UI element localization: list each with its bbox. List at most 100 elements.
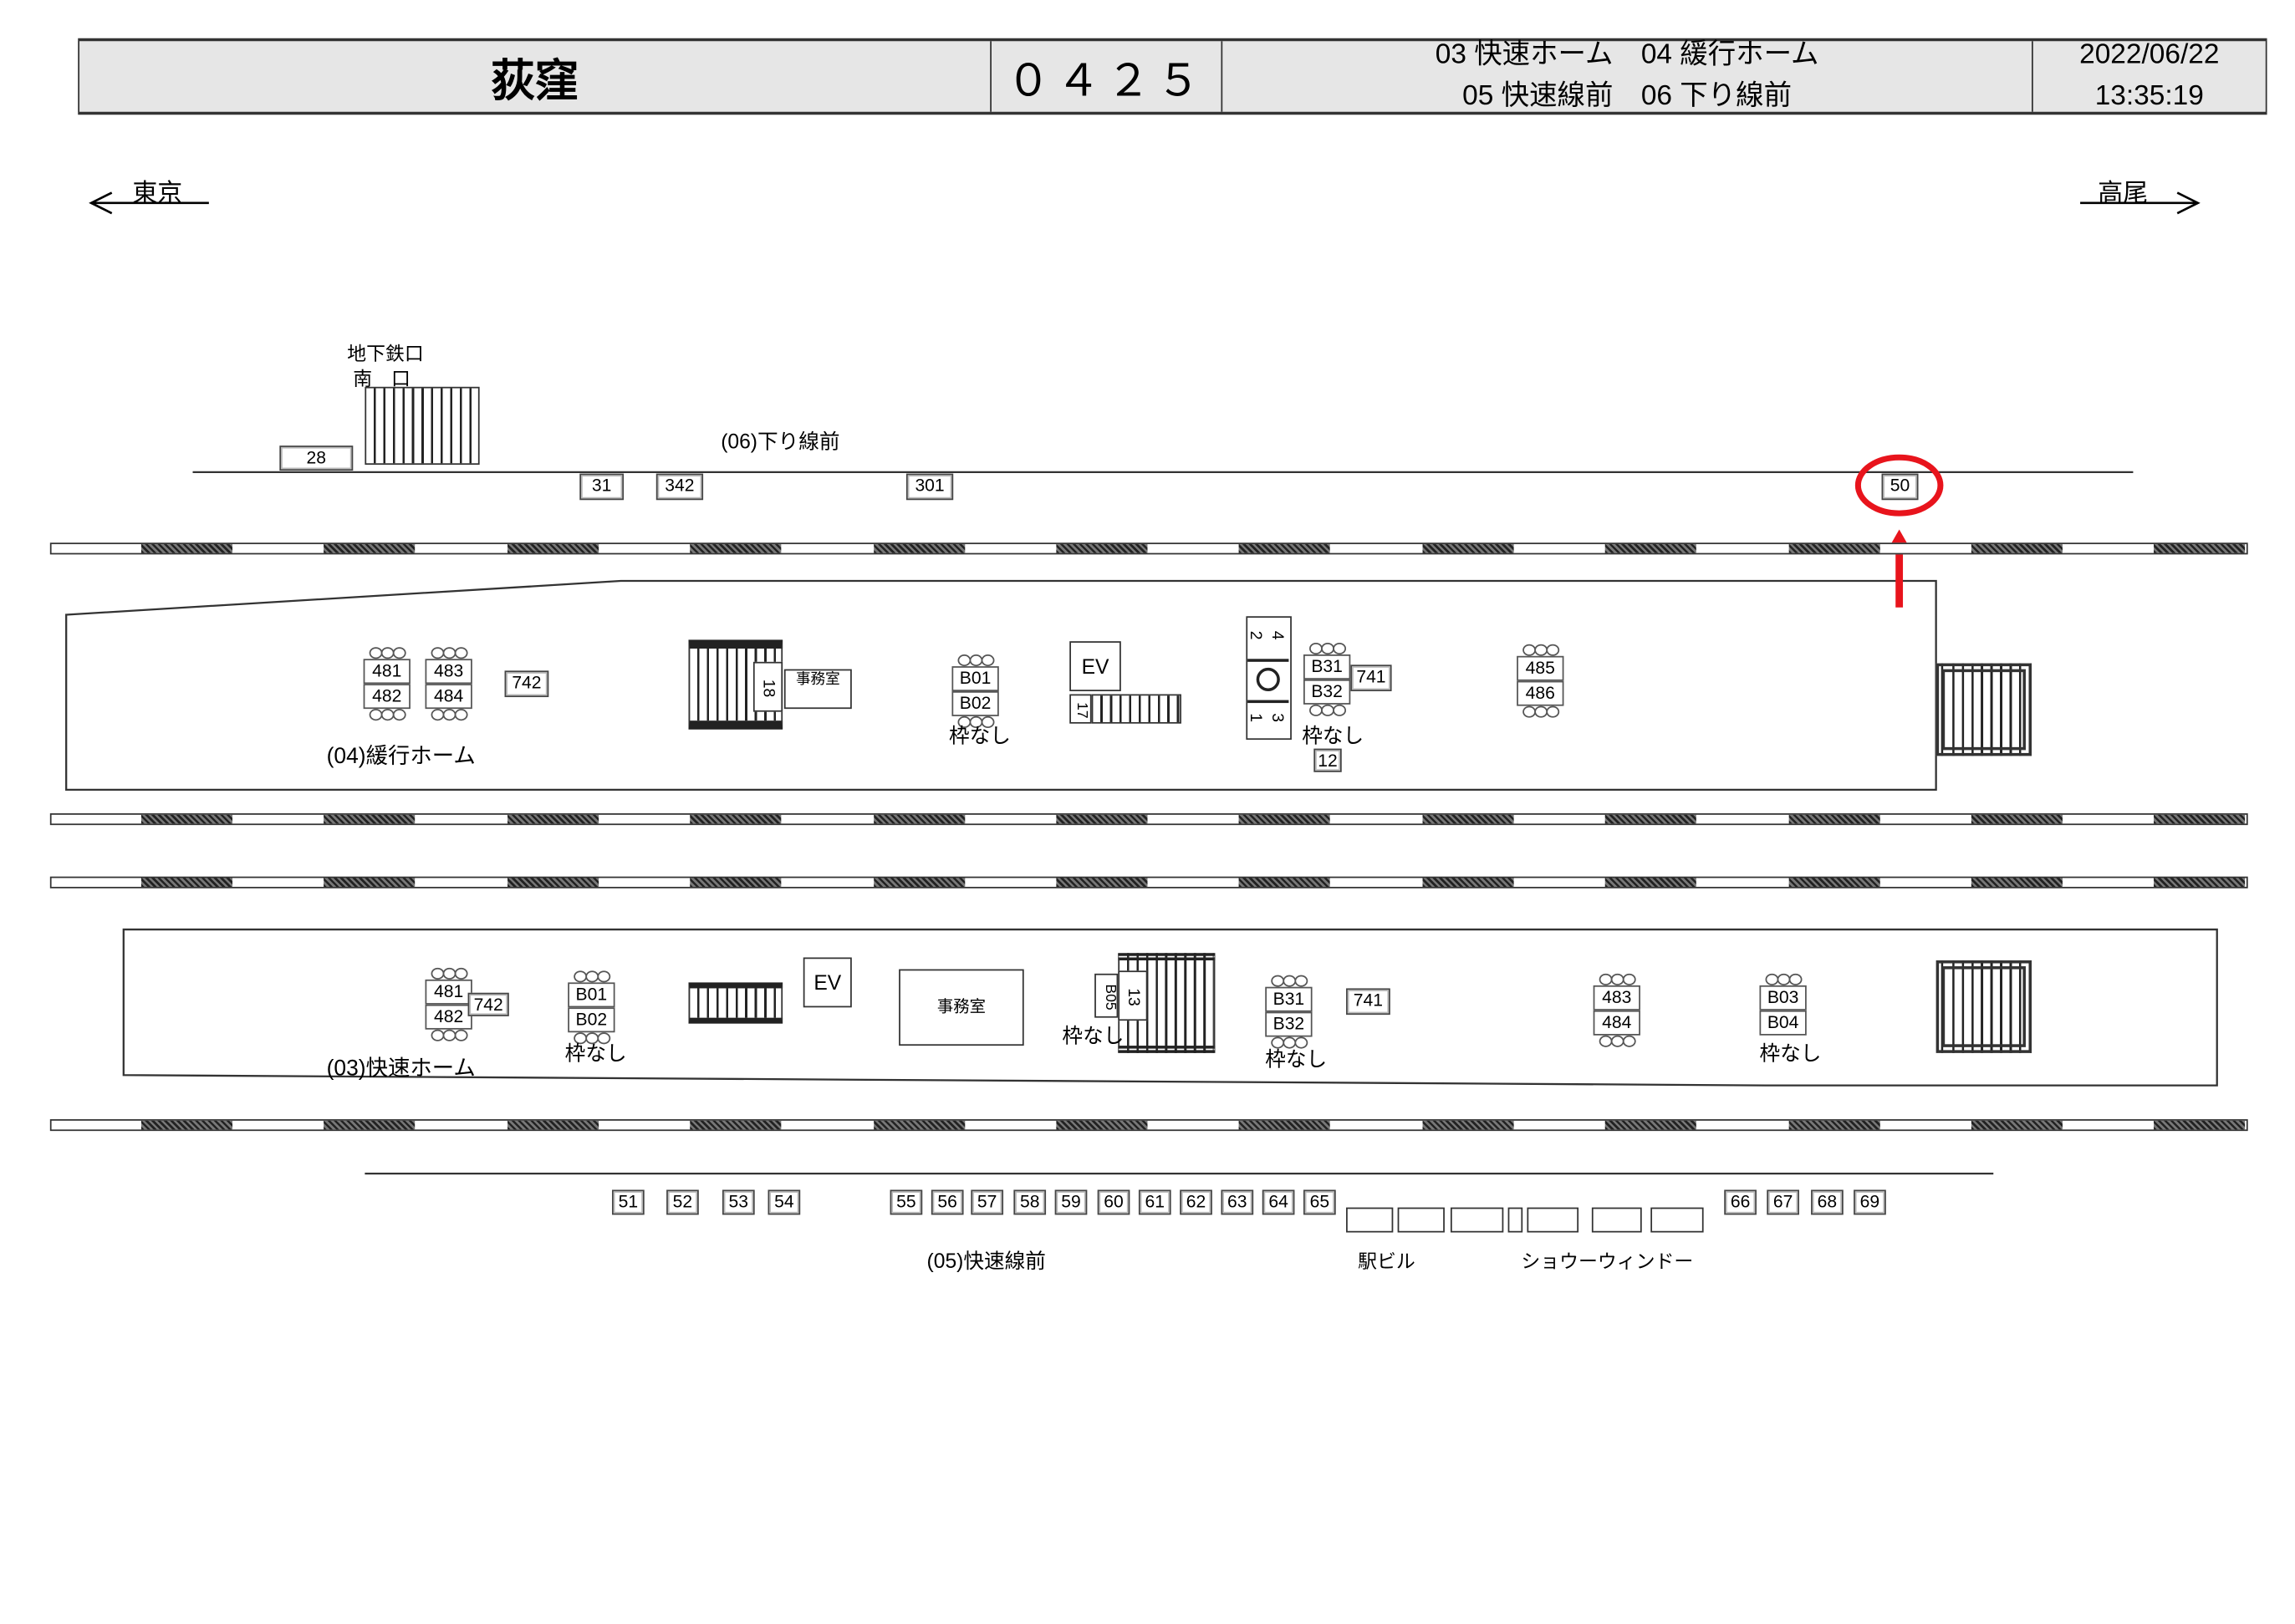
- rail-tie-segment: [1422, 814, 1514, 824]
- stairs-03-east: [1935, 960, 2032, 1053]
- clock-icon: [1247, 659, 1289, 704]
- sign-482[interactable]: 482: [425, 1004, 472, 1030]
- rail-tie-segment: [1788, 1120, 1880, 1130]
- sign-12[interactable]: 12: [1313, 748, 1342, 772]
- sign-60[interactable]: 60: [1097, 1189, 1130, 1215]
- sign-61[interactable]: 61: [1138, 1189, 1171, 1215]
- sign-50-highlighted[interactable]: 50: [1881, 473, 1919, 501]
- sign-485[interactable]: 485: [1517, 655, 1564, 681]
- sign-b05[interactable]: B05: [1094, 973, 1119, 1018]
- sign-group-481-482[interactable]: 481 482: [363, 647, 411, 721]
- sign-54[interactable]: 54: [768, 1189, 801, 1215]
- sign-481[interactable]: 481: [425, 979, 472, 1005]
- sign-56[interactable]: 56: [931, 1189, 964, 1215]
- sign-63[interactable]: 63: [1221, 1189, 1254, 1215]
- platform-04-label: (04)緩行ホーム: [326, 744, 476, 770]
- sign-group-b31-b32[interactable]: B31 B32: [1265, 975, 1313, 1049]
- track-rail-04: [49, 813, 2248, 826]
- rail-tie-segment: [507, 878, 599, 888]
- sign-b31[interactable]: B31: [1303, 654, 1351, 680]
- sign-484[interactable]: 484: [425, 684, 472, 710]
- office-03: 事務室: [899, 969, 1024, 1046]
- left-arrow-icon: [89, 191, 209, 215]
- sign-57[interactable]: 57: [971, 1189, 1004, 1215]
- sign-31[interactable]: 31: [579, 473, 625, 501]
- rail-tie-segment: [1056, 814, 1148, 824]
- sign-64[interactable]: 64: [1262, 1189, 1295, 1215]
- rail-tie-segment: [140, 878, 233, 888]
- sign-b04[interactable]: B04: [1759, 1010, 1807, 1036]
- sign-b01[interactable]: B01: [568, 982, 615, 1008]
- sign-group-483-484[interactable]: 483 484: [1593, 973, 1640, 1047]
- station-name: 荻窪: [490, 57, 579, 106]
- stair-number-18: 18: [752, 661, 783, 712]
- sign-52[interactable]: 52: [666, 1189, 699, 1215]
- sign-59[interactable]: 59: [1054, 1189, 1088, 1215]
- rail-tie-segment: [1422, 544, 1514, 553]
- stairs-03: [688, 982, 783, 1024]
- stairs-04: [688, 639, 783, 730]
- sign-b31[interactable]: B31: [1265, 986, 1313, 1012]
- lines-row-2: 05 快速線前 06 下り線前: [1462, 80, 1793, 112]
- sign-55[interactable]: 55: [890, 1189, 923, 1215]
- sign-484[interactable]: 484: [1593, 1010, 1640, 1036]
- sign-69[interactable]: 69: [1854, 1189, 1886, 1215]
- no-frame-label: 枠なし: [1759, 1041, 1822, 1065]
- station-building-label: 駅ビル: [1358, 1250, 1415, 1273]
- sign-b01[interactable]: B01: [951, 666, 999, 692]
- sign-51[interactable]: 51: [611, 1189, 645, 1215]
- escalator-04: [1091, 694, 1181, 724]
- rail-tie-segment: [873, 814, 965, 824]
- stair-number-17: 17: [1069, 694, 1092, 724]
- sign-483[interactable]: 483: [425, 659, 472, 685]
- sign-483[interactable]: 483: [1593, 985, 1640, 1011]
- sign-741[interactable]: 741: [1346, 988, 1390, 1016]
- window-frame: [1650, 1207, 1704, 1233]
- track-rail-05: [49, 1119, 2248, 1132]
- sign-301[interactable]: 301: [905, 473, 954, 501]
- sign-group-b31-b32[interactable]: B31 B32: [1303, 642, 1351, 716]
- platform-03-label: (03)快速ホーム: [326, 1056, 476, 1082]
- sign-742[interactable]: 742: [504, 670, 549, 698]
- sign-67[interactable]: 67: [1767, 1189, 1799, 1215]
- sign-58[interactable]: 58: [1013, 1189, 1047, 1215]
- rail-tie-segment: [690, 814, 782, 824]
- sign-342[interactable]: 342: [655, 473, 704, 501]
- rail-tie-segment: [140, 814, 233, 824]
- sign-482[interactable]: 482: [363, 684, 411, 710]
- stair-number-13: 13: [1118, 970, 1148, 1021]
- rail-tie-segment: [2154, 544, 2246, 553]
- sign-group-b01-b02[interactable]: B01 B02: [568, 970, 615, 1045]
- sign-486[interactable]: 486: [1517, 680, 1564, 706]
- window-frame: [1507, 1207, 1523, 1233]
- sign-741[interactable]: 741: [1350, 664, 1392, 692]
- rail-tie-segment: [690, 878, 782, 888]
- sign-62[interactable]: 62: [1180, 1189, 1212, 1215]
- sign-28[interactable]: 28: [279, 445, 354, 471]
- sign-group-483-484[interactable]: 483 484: [425, 647, 472, 721]
- sign-group-b03-b04[interactable]: B03 B04: [1759, 973, 1807, 1036]
- pillar-num-4: 4: [1267, 630, 1287, 640]
- sign-481[interactable]: 481: [363, 659, 411, 685]
- line-05-label: (05)快速線前: [926, 1248, 1046, 1273]
- sign-65[interactable]: 65: [1303, 1189, 1336, 1215]
- sign-b02[interactable]: B02: [951, 691, 999, 716]
- rail-tie-segment: [140, 544, 233, 553]
- sign-group-485-486[interactable]: 485 486: [1517, 644, 1564, 718]
- sign-66[interactable]: 66: [1724, 1189, 1757, 1215]
- sign-b03[interactable]: B03: [1759, 985, 1807, 1011]
- sign-b32[interactable]: B32: [1303, 679, 1351, 705]
- rail-tie-segment: [1239, 1120, 1331, 1130]
- sign-53[interactable]: 53: [722, 1189, 755, 1215]
- rail-tie-segment: [1605, 1120, 1697, 1130]
- sign-68[interactable]: 68: [1811, 1189, 1844, 1215]
- elevator-04: EV: [1069, 641, 1121, 692]
- south-exit-stairs: [365, 386, 480, 466]
- rail-tie-segment: [1239, 814, 1331, 824]
- sign-b02[interactable]: B02: [568, 1007, 615, 1033]
- sign-b32[interactable]: B32: [1265, 1011, 1313, 1037]
- sign-group-481-482[interactable]: 481 482: [425, 967, 472, 1041]
- sign-742[interactable]: 742: [467, 992, 509, 1016]
- sign-group-b01-b02[interactable]: B01 B02: [951, 654, 999, 729]
